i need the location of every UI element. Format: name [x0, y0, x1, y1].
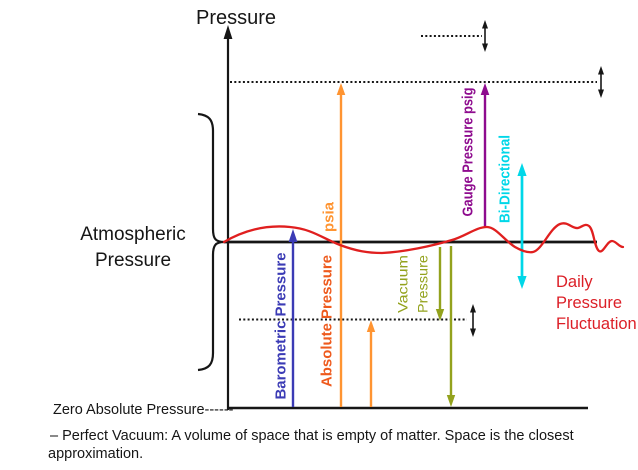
gauge-pressure-label: Gauge Pressure psig	[460, 88, 477, 217]
bidirectional-label: Bi-Directional	[497, 135, 514, 223]
barometric-pressure-label: Barometric Pressure	[273, 253, 290, 400]
fluctuation-range-arrow-lower-head-up	[470, 304, 476, 313]
atmospheric-pressure-label-line1: Atmospheric	[80, 224, 186, 245]
fluctuation-range-arrow-lower	[470, 304, 476, 337]
atmospheric-brace	[197, 112, 225, 372]
fluctuation-range-arrow-lower-head-down	[470, 328, 476, 337]
absolute-vacuum-arrowhead	[366, 320, 376, 332]
fluctuation-range-arrow-right-head-up	[598, 66, 604, 75]
atmospheric-pressure-label-line2: Pressure	[95, 250, 171, 271]
psia-label: psia	[321, 201, 338, 232]
absolute-pressure-label: Absolute Pressure	[319, 255, 336, 387]
bidirectional-arrowhead-down	[517, 276, 527, 289]
fluctuation-range-arrow-top	[482, 20, 488, 52]
daily-fluctuation-label-line1: Daily	[556, 273, 593, 291]
vacuum-pressure-arrowhead-long	[446, 395, 456, 407]
fluctuation-range-arrow-top-head-up	[482, 20, 488, 29]
perfect-vacuum-caption-line1: – Perfect Vacuum: A volume of space that…	[50, 428, 574, 444]
perfect-vacuum-caption-line2: approximation.	[48, 446, 143, 462]
gauge-pressure-arrowhead	[480, 83, 490, 95]
fluctuation-range-arrow-right-head-down	[598, 89, 604, 98]
bidirectional-arrowhead-up	[517, 163, 527, 176]
absolute-pressure-arrowhead	[336, 83, 346, 95]
vacuum-pressure-label-line1: Vacuum	[396, 255, 411, 313]
daily-fluctuation-label-line2: Pressure	[556, 294, 622, 312]
fluctuation-range-arrow-right	[598, 66, 604, 98]
daily-fluctuation-curve	[222, 222, 625, 255]
barometric-pressure-arrowhead	[288, 229, 298, 242]
vacuum-pressure-label-line2: Pressure	[416, 255, 431, 313]
axis-title: Pressure	[196, 7, 276, 29]
daily-fluctuation-label-line3: Fluctuation	[556, 315, 637, 333]
zero-absolute-pressure-label: Zero Absolute Pressure------	[53, 402, 234, 418]
fluctuation-range-arrow-top-head-down	[482, 43, 488, 52]
vacuum-pressure-arrowhead-short	[435, 309, 445, 321]
pressure-axis-arrowhead	[223, 25, 233, 39]
